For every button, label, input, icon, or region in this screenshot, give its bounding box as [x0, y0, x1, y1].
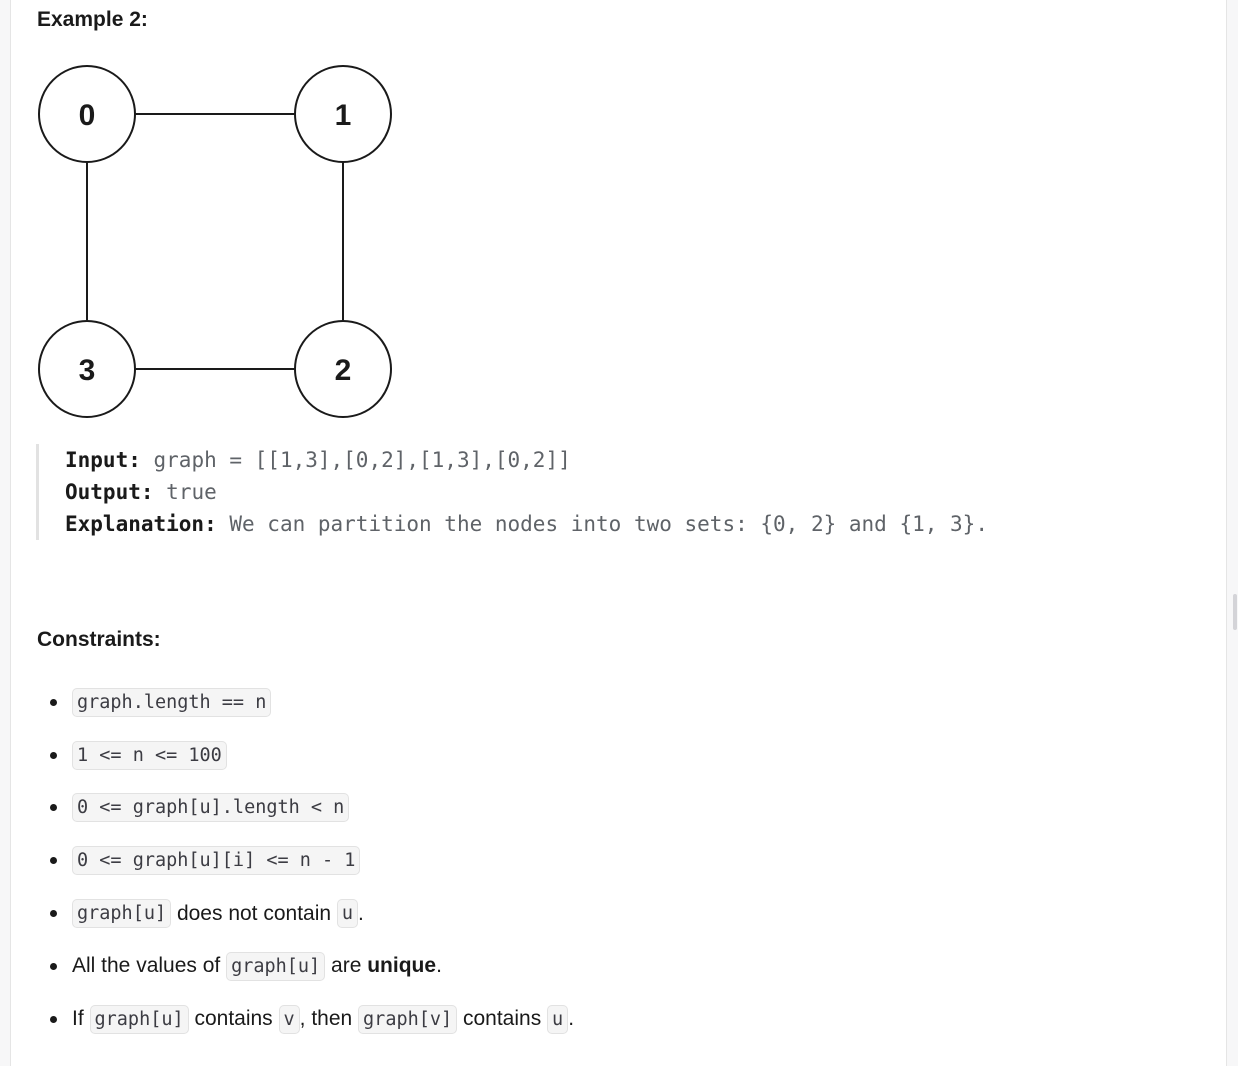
- node-label: 3: [79, 354, 96, 387]
- bullet-icon: [50, 857, 57, 865]
- constraint-code: graph[v]: [358, 1004, 458, 1034]
- node-label: 2: [335, 354, 352, 387]
- constraint-item: All the values of graph[u] are unique.: [47, 940, 574, 993]
- constraint-code: graph[u]: [226, 951, 326, 981]
- panel-resize-handle[interactable]: [1233, 594, 1237, 630]
- constraint-code: v: [278, 1004, 300, 1034]
- bullet-icon: [50, 910, 57, 918]
- constraint-text: .: [568, 1007, 575, 1031]
- constraint-text: .: [358, 901, 364, 925]
- graph-node-2: 2: [294, 320, 392, 418]
- graph-node-1: 1: [294, 65, 392, 163]
- constraint-text: , then: [299, 1007, 359, 1031]
- bullet-icon: [50, 751, 57, 759]
- constraint-code: u: [336, 899, 359, 929]
- constraint-item: graph[u] does not contain u.: [47, 887, 574, 940]
- constraint-item: 0 <= graph[u][i] <= n - 1: [47, 834, 574, 887]
- input-line: Input: graph = [[1,3],[0,2],[1,3],[0,2]]: [65, 444, 1136, 476]
- constraint-item: If graph[u] contains v, then graph[v] co…: [47, 993, 574, 1046]
- input-label: Input:: [65, 448, 141, 472]
- node-label: 0: [79, 99, 96, 132]
- bullet-icon: [50, 804, 57, 812]
- explanation-line: Explanation: We can partition the nodes …: [65, 508, 1136, 540]
- constraint-item: 0 <= graph[u].length < n: [47, 782, 574, 835]
- problem-description-panel: Example 2: 0 1 2 3 Input: graph = [[1,3]…: [10, 0, 1227, 1066]
- output-line: Output: true: [65, 476, 1136, 508]
- bipartite-graph-diagram: 0 1 2 3: [38, 65, 392, 418]
- example-heading: Example 2:: [37, 8, 148, 31]
- graph-node-3: 3: [38, 320, 136, 418]
- constraint-code: 0 <= graph[u][i] <= n - 1: [72, 846, 361, 876]
- constraint-code: graph[u]: [72, 899, 172, 929]
- constraint-text: does not contain: [171, 901, 337, 925]
- constraint-code: graph[u]: [89, 1004, 189, 1034]
- node-label: 1: [335, 99, 352, 132]
- constraint-emphasis: unique: [367, 954, 437, 978]
- constraint-text: If: [72, 1007, 90, 1031]
- output-value: true: [166, 480, 217, 504]
- constraint-text: contains: [188, 1007, 279, 1031]
- constraint-text: All the values of: [72, 954, 227, 978]
- constraint-code: 0 <= graph[u].length < n: [72, 793, 350, 823]
- example-io-block: Input: graph = [[1,3],[0,2],[1,3],[0,2]]…: [36, 444, 1136, 540]
- constraint-item: 1 <= n <= 100: [47, 729, 574, 782]
- constraint-code: u: [547, 1004, 569, 1034]
- output-label: Output:: [65, 480, 154, 504]
- graph-node-0: 0: [38, 65, 136, 163]
- bullet-icon: [50, 698, 57, 706]
- constraint-code: 1 <= n <= 100: [72, 740, 227, 770]
- bullet-icon: [50, 1015, 57, 1023]
- constraints-heading: Constraints:: [37, 628, 161, 651]
- constraint-item: graph.length == n: [47, 676, 574, 729]
- explanation-label: Explanation:: [65, 512, 217, 536]
- input-value: graph = [[1,3],[0,2],[1,3],[0,2]]: [153, 448, 571, 472]
- constraint-code: graph.length == n: [72, 687, 272, 717]
- constraint-text: are: [325, 954, 368, 978]
- bullet-icon: [50, 962, 57, 970]
- constraint-text: .: [436, 954, 442, 978]
- constraint-text: contains: [457, 1007, 548, 1031]
- explanation-value: We can partition the nodes into two sets…: [229, 512, 988, 536]
- constraints-list: graph.length == n 1 <= n <= 100 0 <= gra…: [47, 676, 574, 1046]
